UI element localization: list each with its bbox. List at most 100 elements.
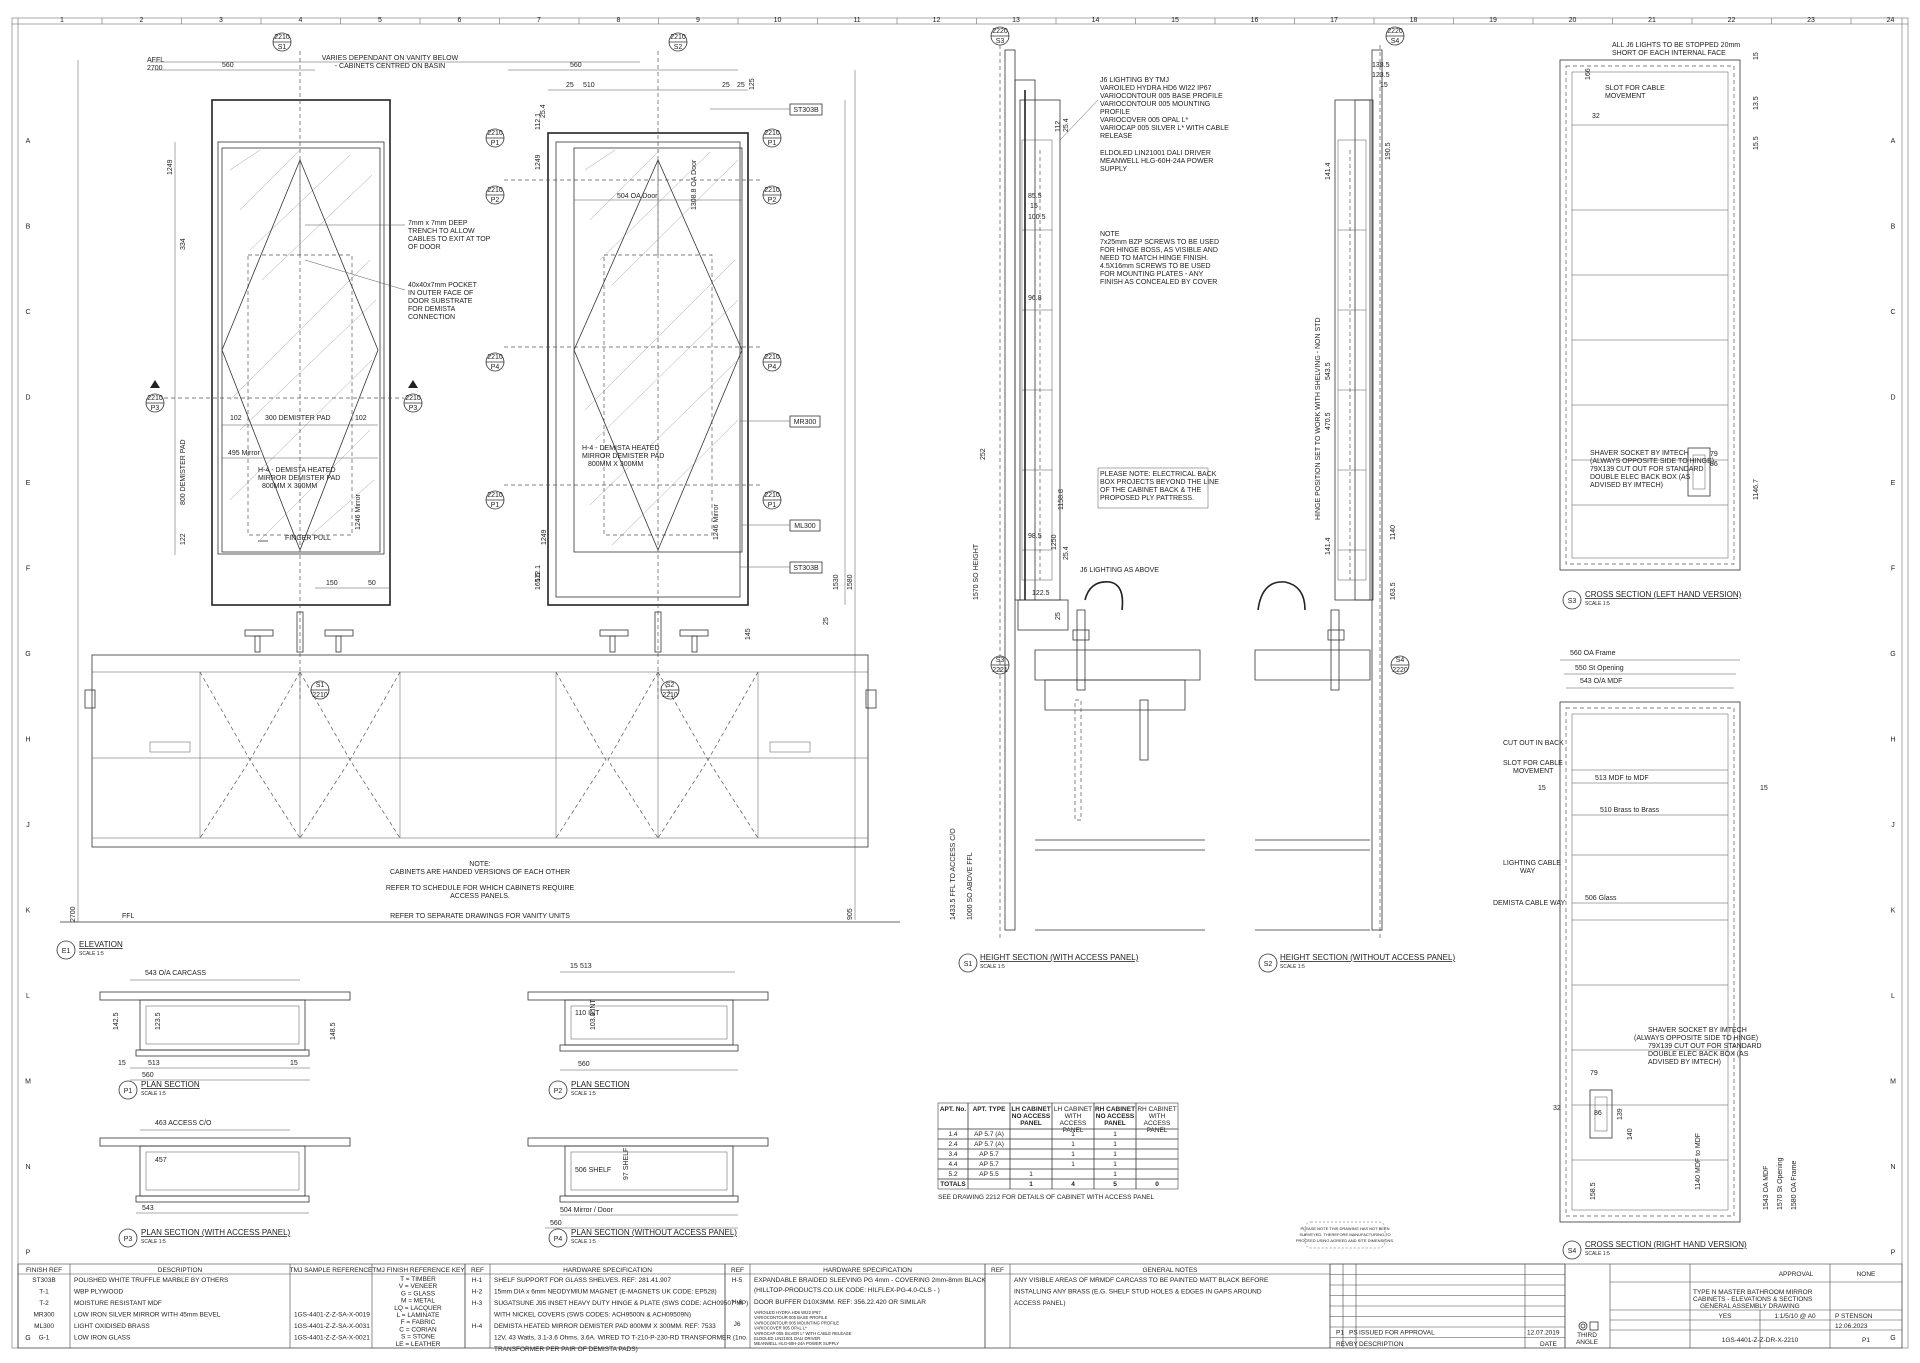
grid-col-label: 7 (537, 17, 541, 24)
finish-key-item: G = GLASS (401, 1290, 436, 1297)
drawing-revision: P1 (1862, 1337, 1870, 1344)
svg-text:800MM X 300MM: 800MM X 300MM (588, 461, 643, 468)
grid-col-label: 16 (1251, 17, 1259, 24)
svg-text:CROSS SECTION (RIGHT HAND VERS: CROSS SECTION (RIGHT HAND VERSION) (1585, 1240, 1747, 1249)
svg-text:543 O/A CARCASS: 543 O/A CARCASS (145, 970, 206, 977)
projection-label: THIRD (1577, 1332, 1597, 1339)
svg-text:PLAN SECTION (WITH ACCESS PANE: PLAN SECTION (WITH ACCESS PANEL) (141, 1228, 291, 1237)
svg-text:P1: P1 (491, 502, 500, 509)
svg-text:2700: 2700 (147, 65, 163, 72)
finish-key-item: LE = LEATHER (396, 1341, 441, 1348)
hardware2-spec: VARIOCONTOUR 005 MOUNTING PROFILE (754, 1320, 839, 1325)
apt-table-header: PANEL (1147, 1127, 1168, 1134)
tag-ml300: ML300 (742, 519, 821, 532)
svg-text:ELDOLED LIN21001 DALI DRIVER: ELDOLED LIN21001 DALI DRIVER (1100, 150, 1211, 157)
plan-p4: 506 SHELF 97 SHELF 504 Mirror / Door 560… (527, 1137, 769, 1248)
svg-text:LIGHTING CABLE: LIGHTING CABLE (1503, 860, 1561, 867)
svg-text:IN OUTER FACE OF: IN OUTER FACE OF (408, 290, 473, 297)
svg-text:FOR DEMISTA: FOR DEMISTA (408, 306, 456, 313)
svg-text:122: 122 (180, 533, 187, 545)
svg-text:1000 SO ABOVE FFL: 1000 SO ABOVE FFL (967, 852, 974, 920)
finish-ref: ML300 (34, 1323, 54, 1330)
finish-key-item: LQ = LACQUER (394, 1305, 442, 1312)
hardware2-ref: H-6 (732, 1299, 743, 1306)
svg-text:32: 32 (1592, 113, 1600, 120)
tag-mr300: MR300 (740, 415, 821, 428)
grid-row-label-right: L (1891, 993, 1895, 1000)
svg-text:HEIGHT SECTION (WITHOUT ACCESS: HEIGHT SECTION (WITHOUT ACCESS PANEL) (1280, 953, 1455, 962)
svg-text:560 OA Frame: 560 OA Frame (1570, 650, 1616, 657)
grid-col-label: 19 (1489, 17, 1497, 24)
elevation-top-note-1: VARIES DEPENDANT ON VANITY BELOW (322, 55, 459, 62)
svg-text:H-4 - DEMISTA HEATED: H-4 - DEMISTA HEATED (258, 467, 336, 474)
elevation-note-1: CABINETS ARE HANDED VERSIONS OF EACH OTH… (390, 869, 570, 876)
svg-text:MEANWELL HLG-60H-24A POWER: MEANWELL HLG-60H-24A POWER (1100, 158, 1213, 165)
mark-s4-lower: S4 2220 (1390, 655, 1410, 675)
hardware2-spec: VARIOCOVER 005 OPAL L* (754, 1326, 807, 1331)
svg-text:RELEASE: RELEASE (1100, 133, 1133, 140)
svg-text:86: 86 (1710, 461, 1718, 468)
svg-text:CROSS SECTION (LEFT HAND VERSI: CROSS SECTION (LEFT HAND VERSION) (1585, 590, 1742, 599)
grid-row-label-left: K (26, 908, 31, 915)
svg-text:HINGE POSITION SET TO WORK WIT: HINGE POSITION SET TO WORK WITH SHELVING… (1315, 317, 1322, 520)
apt-table-cell: 1 (1029, 1181, 1033, 1188)
general-notes-header: GENERAL NOTES (1142, 1267, 1198, 1274)
svg-text:CABLES TO EXIT AT TOP: CABLES TO EXIT AT TOP (408, 236, 491, 243)
apt-table-header: RH CABINET (1095, 1106, 1135, 1113)
svg-text:300 DEMISTER PAD: 300 DEMISTER PAD (265, 415, 331, 422)
grid-row-label-left: D (25, 395, 30, 402)
grid-col-label: 12 (933, 17, 941, 24)
svg-text:VARIOCAP 005 SILVER L* WITH CA: VARIOCAP 005 SILVER L* WITH CABLE (1100, 125, 1229, 132)
svg-text:SLOT FOR CABLE: SLOT FOR CABLE (1503, 760, 1563, 767)
note-trench: 7mm x 7mm DEEP (408, 220, 468, 227)
svg-text:15: 15 (1753, 52, 1760, 60)
svg-text:1140: 1140 (1390, 525, 1397, 540)
svg-text:2700: 2700 (70, 906, 77, 922)
mark-s1-top: 2210 S1 (272, 32, 292, 52)
svg-text:165.5: 165.5 (535, 572, 542, 590)
svg-text:S4: S4 (1396, 657, 1405, 664)
svg-text:P4: P4 (768, 364, 777, 371)
apt-table-cell: 1 (1113, 1161, 1117, 1168)
svg-text:OF THE CABINET BACK & THE: OF THE CABINET BACK & THE (1100, 487, 1201, 494)
svg-text:1249: 1249 (167, 159, 174, 175)
apt-table-cell: 1 (1071, 1151, 1075, 1158)
svg-text:S1: S1 (964, 961, 973, 968)
finish-description: LIGHT OXIDISED BRASS (74, 1323, 150, 1330)
svg-text:S1: S1 (278, 44, 287, 51)
svg-text:MOVEMENT: MOVEMENT (1513, 768, 1554, 775)
grid-row-label-left: P (26, 1250, 31, 1257)
hardware1-spec: DEMISTA HEATED MIRROR DEMISTER PAD 800MM… (494, 1323, 716, 1330)
grid-row-label-right: C (1890, 309, 1895, 316)
svg-text:2220: 2220 (992, 28, 1008, 35)
svg-text:122.5: 122.5 (1032, 590, 1050, 597)
svg-text:2220: 2220 (1392, 667, 1408, 674)
svg-text:463 ACCESS C/O: 463 ACCESS C/O (155, 1120, 212, 1127)
hardware2-ref: J6 (734, 1321, 741, 1328)
hardware1-spec: WITH NICKEL COVERS (SWS CODES: ACH9500N … (494, 1312, 691, 1319)
title-line: GENERAL ASSEMBLY DRAWING (1700, 1303, 1800, 1310)
general-note-line: ANY VISIBLE AREAS OF MRMDF CARCASS TO BE… (1014, 1277, 1269, 1284)
svg-text:560: 560 (578, 1061, 590, 1068)
revision-footer: DESCRIPTION (1359, 1341, 1404, 1348)
apt-table-cell: 1 (1029, 1171, 1033, 1178)
hardware2-spec: ELDOLED LIN21001 DALI DRIVER (754, 1336, 820, 1341)
apt-table-cell: 4.4 (948, 1161, 957, 1168)
apt-table-header: NO ACCESS (1096, 1113, 1135, 1120)
hardware2-header: REF (731, 1267, 744, 1274)
svg-text:2220: 2220 (1387, 28, 1403, 35)
svg-text:150: 150 (326, 580, 338, 587)
grid-row-label-left: A (26, 138, 31, 145)
svg-text:2210: 2210 (147, 395, 163, 402)
grid-row-label-right: B (1891, 224, 1896, 231)
title-line: CABINETS - ELEVATIONS & SECTIONS (1693, 1296, 1813, 1303)
title-date: 12.06.2023 (1835, 1323, 1868, 1330)
svg-text:1570 SO HEIGHT: 1570 SO HEIGHT (973, 543, 980, 600)
